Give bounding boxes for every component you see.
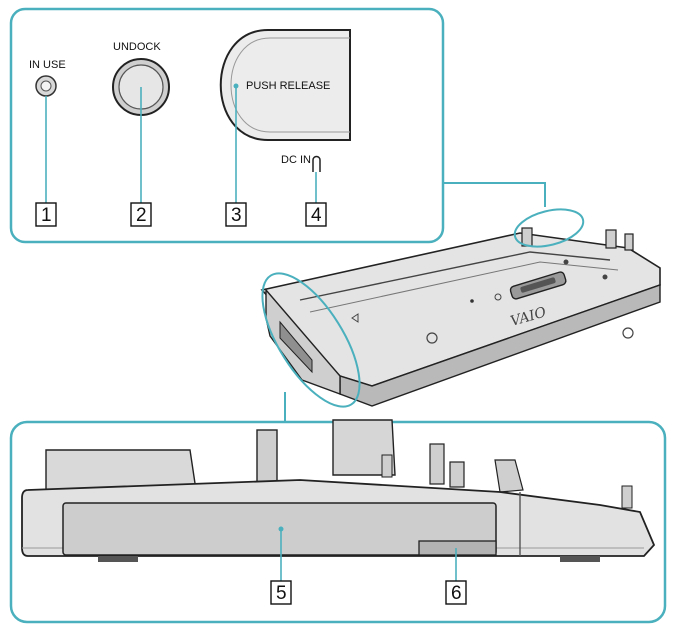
dc-in-label: DC IN xyxy=(281,154,311,166)
top-detail-panel: IN USE UNDOCK PUSH RELEASE DC IN xyxy=(9,7,445,244)
docking-station-view: VAIO xyxy=(260,208,661,408)
undock-button: UNDOCK xyxy=(112,41,170,203)
undock-label: UNDOCK xyxy=(113,41,161,53)
callout-1: 1 xyxy=(35,202,57,227)
docking-connector-icon xyxy=(509,271,567,300)
callout-6: 6 xyxy=(445,580,467,605)
callout-3: 3 xyxy=(225,202,247,227)
callout-5: 5 xyxy=(270,580,292,605)
bottom-detail-panel: 5 6 xyxy=(9,419,667,624)
detail-highlight-left xyxy=(261,272,361,408)
callout-4: 4 xyxy=(305,202,327,227)
push-release-label: PUSH RELEASE xyxy=(246,80,330,92)
callout-number: 2 xyxy=(136,205,147,226)
release-lever: PUSH RELEASE xyxy=(219,29,351,203)
callout-number: 6 xyxy=(451,583,462,604)
callout-number: 3 xyxy=(231,205,242,226)
callout-number: 1 xyxy=(41,205,52,226)
station-rear-ridge xyxy=(299,251,611,301)
in-use-label: IN USE xyxy=(29,59,66,71)
in-use-indicator: IN USE xyxy=(29,59,66,203)
slot-icon xyxy=(418,540,497,556)
callout-number: 4 xyxy=(311,205,322,226)
dc-in-port: DC IN xyxy=(281,154,321,203)
dc-in-port-icon xyxy=(312,155,321,172)
callout-number: 5 xyxy=(276,583,287,604)
detail-highlight-right xyxy=(513,208,585,248)
release-lever-icon xyxy=(219,29,351,141)
top-panel-connector xyxy=(443,182,546,207)
callout-2: 2 xyxy=(130,202,152,227)
